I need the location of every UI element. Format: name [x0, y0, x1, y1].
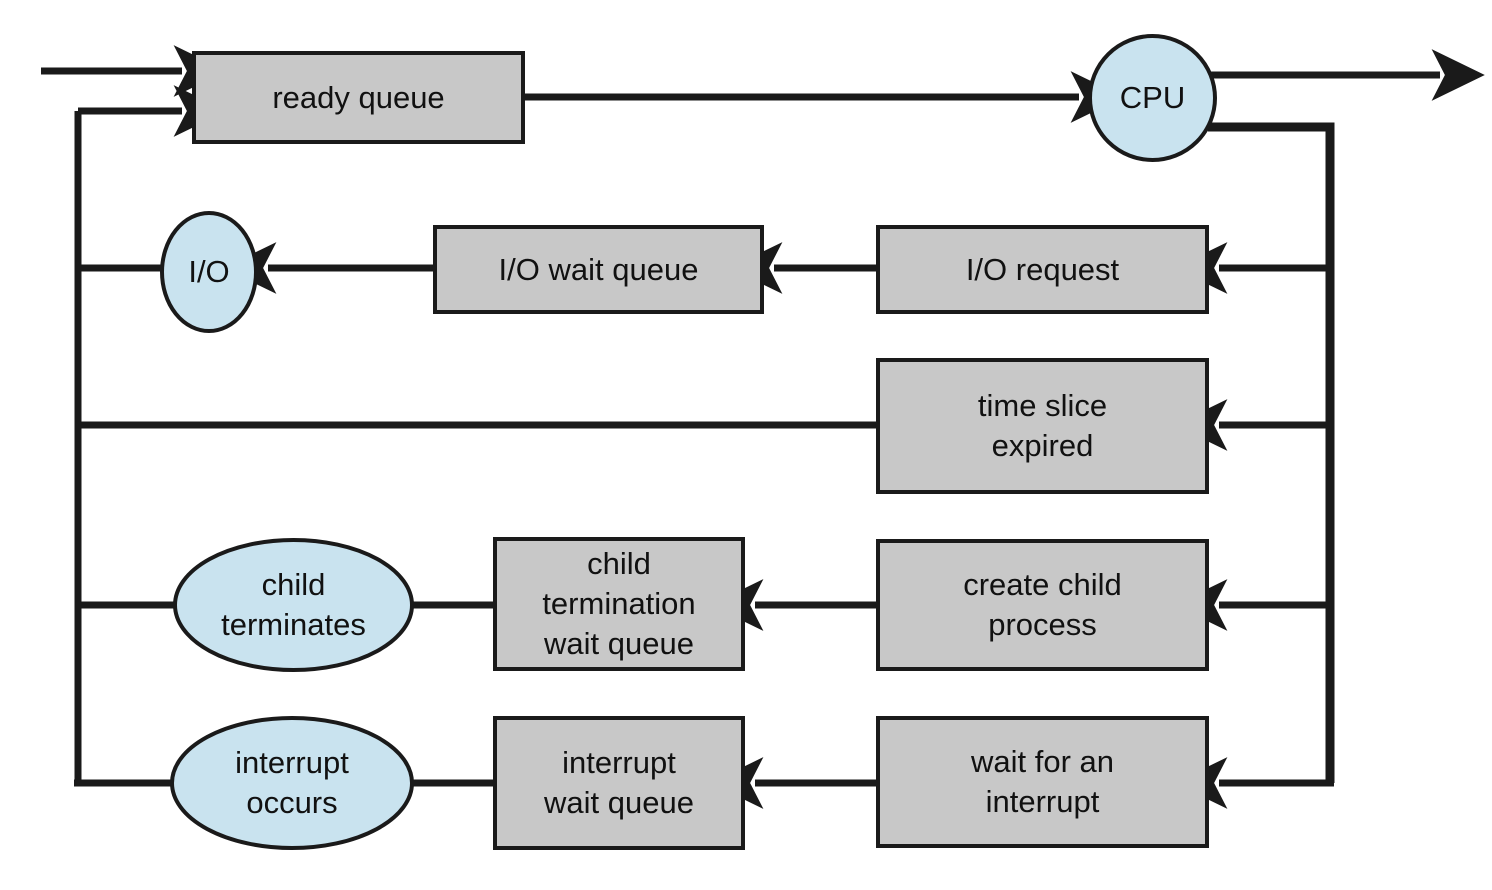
node-time-slice-expired[interactable] [876, 358, 1209, 494]
node-io-request[interactable] [876, 225, 1209, 314]
node-wait-for-an-interrupt[interactable] [876, 716, 1209, 848]
node-child-terminates[interactable] [173, 538, 414, 672]
node-create-child-process[interactable] [876, 539, 1209, 671]
node-cpu[interactable] [1088, 34, 1217, 162]
node-ready-queue[interactable] [192, 51, 525, 144]
edge-cpu-to-right-bus [1208, 122, 1335, 783]
node-io[interactable] [160, 211, 258, 333]
node-interrupt-wait-queue[interactable] [493, 716, 745, 850]
node-child-termination-wait-queue[interactable] [493, 537, 745, 671]
node-interrupt-occurs[interactable] [170, 716, 414, 850]
node-io-wait-queue[interactable] [433, 225, 764, 314]
